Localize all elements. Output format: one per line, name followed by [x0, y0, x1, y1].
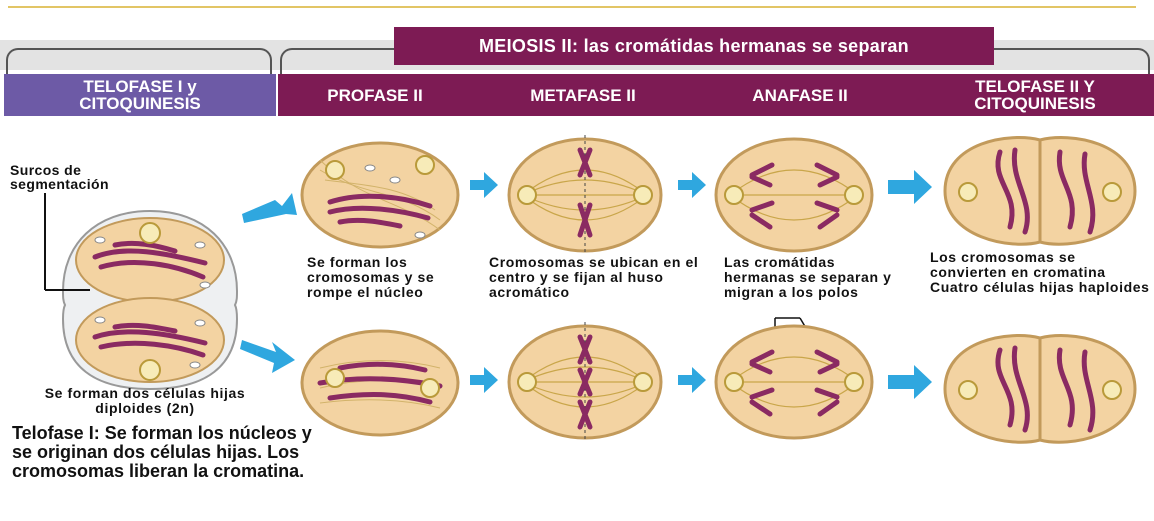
arrow-to-telofase-top: [888, 170, 932, 204]
two-cells-description: Se forman dos células hijas diploides (2…: [20, 386, 270, 416]
arrow-to-metafase-bottom: [470, 367, 498, 393]
arrow-to-metafase-top: [470, 172, 498, 198]
metafase-description: Cromosomas se ubican en el centro y se f…: [489, 255, 699, 300]
metafase2-cell-bottom: [505, 322, 665, 442]
arrow-to-profase-top: [242, 193, 297, 223]
anafase-description: Las cromátidas hermanas se separan y mig…: [724, 255, 904, 300]
arrow-to-telofase-bottom: [888, 365, 932, 399]
metafase2-cell-top: [505, 135, 665, 255]
telofase1-description: Telofase I: Se forman los núcleos y se o…: [12, 424, 312, 481]
arrow-to-anafase-top: [678, 172, 706, 198]
profase2-cell-bottom: [300, 328, 460, 438]
anafase2-cell-bottom: [712, 322, 877, 442]
profase2-cell-top: [300, 140, 460, 250]
arrow-to-anafase-bottom: [678, 367, 706, 393]
telofase2-cell-bottom: [940, 330, 1140, 448]
surcos-label: Surcos de segmentación: [10, 163, 150, 191]
telofase2-description: Los cromosomas se convierten en cromatin…: [930, 250, 1152, 295]
anafase2-cell-top: [712, 135, 877, 255]
telofase2-cell-top: [940, 132, 1140, 250]
profase-description: Se forman los cromosomas y se rompe el n…: [307, 255, 467, 300]
arrow-to-profase-bottom: [240, 340, 295, 373]
